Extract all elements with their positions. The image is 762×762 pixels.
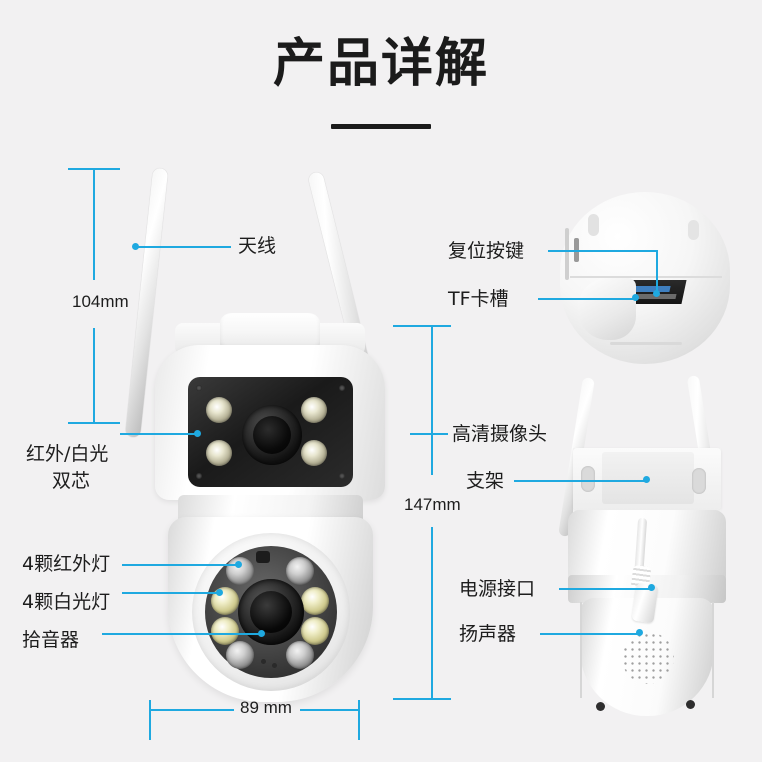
upper-led-top-left — [206, 397, 232, 423]
title-underline — [331, 124, 431, 129]
tf-callout-dot — [632, 294, 639, 301]
underside-vent-left — [588, 214, 599, 236]
dome-lens-glass — [250, 591, 292, 633]
dim-89-right-tick — [358, 700, 360, 740]
dim-89-left-tick — [149, 700, 151, 740]
ir-white-callout-label-line1: 红外/白光 — [26, 443, 109, 465]
dome-white-led-1 — [211, 587, 239, 615]
faceplate-screw-tl — [196, 385, 202, 391]
bracket-screw-slot-right — [692, 468, 706, 494]
dim-147-bottom-tick — [393, 698, 451, 700]
ir-white-callout-line — [120, 433, 198, 435]
dim-147-label: 147mm — [404, 495, 461, 514]
microphone-hole-1 — [261, 659, 266, 664]
speaker-grille — [622, 632, 674, 684]
dim-104-bottom-tick — [68, 422, 120, 424]
white-lamps-callout-dot — [216, 589, 223, 596]
dome-ir-led-3 — [226, 641, 254, 669]
faceplate-screw-tr — [339, 385, 345, 391]
rear-seam-left — [580, 602, 582, 698]
ir-lamps-callout-dot — [235, 561, 242, 568]
speaker-callout-line — [540, 633, 640, 635]
hd-camera-callout-line — [410, 433, 448, 435]
rear-foot-right — [686, 700, 695, 709]
white-lamps-callout-line — [122, 592, 219, 594]
bracket-callout-line — [514, 480, 646, 482]
dome-light-sensor — [256, 551, 270, 563]
power-callout-label: 电源接口 — [459, 578, 536, 600]
upper-led-bottom-right — [301, 440, 327, 466]
microphone-hole-2 — [272, 663, 277, 668]
bracket-callout-label: 支架 — [466, 470, 505, 492]
bracket-callout-dot — [643, 476, 650, 483]
underside-detail-illustration — [560, 192, 740, 372]
power-callout-line — [559, 588, 652, 590]
dim-147-upper-bar — [431, 325, 433, 475]
underside-bottom-line — [610, 342, 682, 345]
page-title: 产品详解 — [272, 34, 489, 94]
dome-white-led-4 — [301, 617, 329, 645]
underside-vent-right — [688, 220, 699, 240]
faceplate-screw-bl — [196, 473, 202, 479]
antenna-callout-line — [136, 246, 231, 248]
white-lamps-callout-label: 4颗白光灯 — [22, 591, 111, 613]
rear-foot-left — [596, 702, 605, 711]
underside-cover-flap — [578, 278, 636, 340]
upper-led-bottom-left — [206, 440, 232, 466]
ir-white-callout-label-line2: 双芯 — [52, 470, 91, 492]
dome-ir-led-4 — [286, 641, 314, 669]
hd-camera-callout-label: 高清摄像头 — [452, 423, 548, 445]
underside-seam — [570, 276, 722, 278]
upper-lens-glass — [253, 416, 291, 454]
dim-89-left-bar — [149, 709, 234, 711]
bracket-screw-slot-left — [581, 466, 595, 492]
dim-104-upper-bar — [93, 168, 95, 280]
antenna-callout-dot — [132, 243, 139, 250]
upper-led-top-right — [301, 397, 327, 423]
reset-callout-line-v — [656, 250, 658, 294]
power-callout-dot — [648, 584, 655, 591]
antenna-callout-label: 天线 — [238, 235, 277, 257]
dome-white-led-3 — [211, 617, 239, 645]
tf-callout-label: TF卡槽 — [448, 288, 509, 310]
dome-white-led-2 — [301, 587, 329, 615]
microphone-callout-label: 拾音器 — [22, 629, 80, 651]
reset-callout-line-h — [548, 250, 658, 252]
main-camera-illustration — [120, 165, 420, 710]
dim-147-lower-bar — [431, 527, 433, 700]
reset-callout-label: 复位按键 — [448, 240, 525, 262]
reset-callout-dot — [653, 290, 660, 297]
camera-underside-body — [560, 192, 730, 364]
ir-lamps-callout-line — [122, 564, 238, 566]
underside-edge-strip — [565, 228, 569, 280]
speaker-callout-label: 扬声器 — [459, 623, 517, 645]
rear-seam-right — [712, 602, 714, 698]
ir-lamps-callout-label: 4颗红外灯 — [22, 553, 111, 575]
dim-104-label: 104mm — [72, 292, 129, 311]
tf-callout-line — [538, 298, 636, 300]
dim-104-lower-bar — [93, 328, 95, 423]
speaker-callout-dot — [636, 629, 643, 636]
dim-89-right-bar — [300, 709, 360, 711]
faceplate-screw-br — [339, 473, 345, 479]
dim-147-top-tick — [393, 325, 451, 327]
dome-ir-led-2 — [286, 557, 314, 585]
rear-view-illustration — [540, 370, 755, 716]
microphone-callout-line — [102, 633, 262, 635]
dim-89-label: 89 mm — [240, 698, 292, 717]
